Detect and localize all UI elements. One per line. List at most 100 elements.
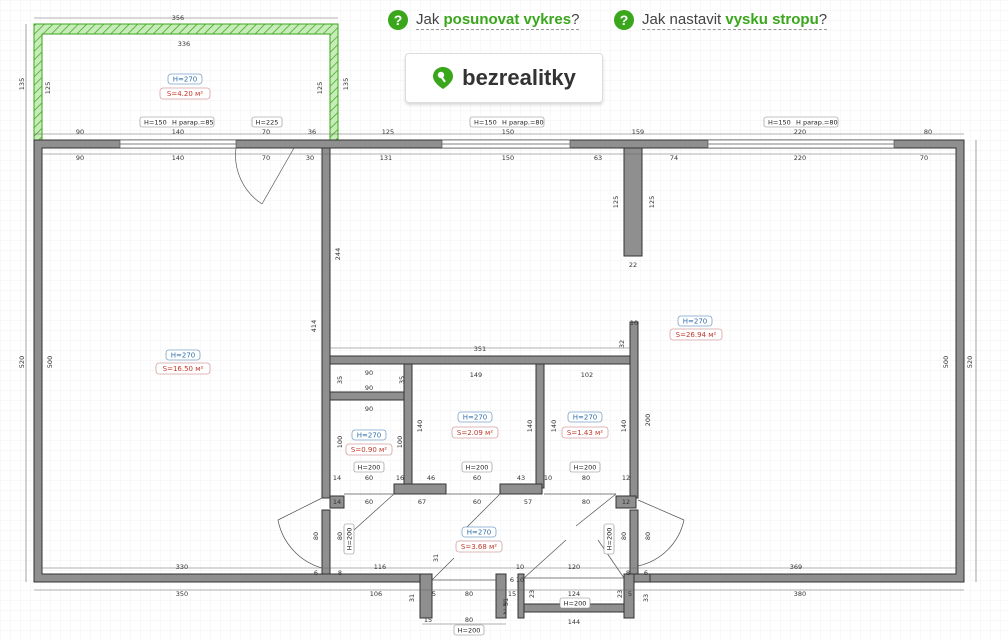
door-label-4[interactable]: H=200 <box>569 461 601 473</box>
room-area-wc[interactable]: S=0.90 м² <box>345 443 393 456</box>
svg-text:S=1.43 м²: S=1.43 м² <box>567 429 603 437</box>
dim-80b: 80 <box>582 498 590 506</box>
dim-v-520b: 520 <box>966 356 974 368</box>
dim-v-100b: 100 <box>396 436 404 448</box>
room-area-living[interactable]: S=26.94 м² <box>669 328 723 341</box>
dim-8b: 8 <box>626 569 630 577</box>
room-height-bath[interactable]: H=270 <box>457 411 493 423</box>
help-ceiling-height-text: Jak nastavit vysku stropu? <box>642 10 828 30</box>
door-label-3[interactable]: H=200 <box>461 461 493 473</box>
svg-text:H=200: H=200 <box>564 600 587 608</box>
window-openings[interactable] <box>119 139 895 149</box>
dim-top-140: 140 <box>172 128 184 136</box>
svg-text:H=200: H=200 <box>346 528 354 551</box>
door-label-5[interactable]: H=200 <box>343 523 355 555</box>
dim-inner-140: 140 <box>172 154 184 162</box>
dim-22: 22 <box>629 261 637 269</box>
svg-text:S=26.94 м²: S=26.94 м² <box>676 331 717 339</box>
dim-v-520: 520 <box>18 356 26 368</box>
svg-text:H parap.=80: H parap.=80 <box>502 119 544 127</box>
svg-text:H=225: H=225 <box>256 119 279 127</box>
svg-text:H parap.=80: H parap.=80 <box>796 119 838 127</box>
dim-369: 369 <box>790 563 802 571</box>
svg-text:H=270: H=270 <box>463 414 488 422</box>
dim-90b: 90 <box>365 384 373 392</box>
dim-10d: 10 <box>516 576 524 584</box>
door-label-6[interactable]: H=200 <box>603 523 615 555</box>
svg-text:H=200: H=200 <box>606 528 614 551</box>
dim-124: 124 <box>568 590 580 598</box>
dim-top-220: 220 <box>794 128 806 136</box>
dim-10: 10 <box>630 319 638 327</box>
dim-inner-220: 220 <box>794 154 806 162</box>
dim-5a: 5 <box>432 590 436 598</box>
room-height-left[interactable]: H=270 <box>165 349 201 361</box>
dim-inner-150: 150 <box>502 154 514 162</box>
dim-8a: 8 <box>338 569 342 577</box>
dim-v-414: 414 <box>310 320 318 332</box>
room-height-balcony[interactable]: H=270 <box>167 73 203 85</box>
dim-12b: 12 <box>622 498 630 506</box>
dim-2b: 2 <box>503 608 507 616</box>
door-swings[interactable] <box>235 147 685 581</box>
door-label-2[interactable]: H=200 <box>353 461 385 473</box>
help-move-drawing-link[interactable]: ? Jak posunovat vykres? <box>388 10 580 30</box>
dim-inner-131: 131 <box>380 154 392 162</box>
dim-31b: 31 <box>408 594 416 602</box>
dim-v-140b: 140 <box>526 420 534 432</box>
svg-text:S=4.20 м²: S=4.20 м² <box>167 90 203 98</box>
dim-v-135: 135 <box>18 78 26 90</box>
room-area-storage[interactable]: S=1.43 м² <box>561 426 609 439</box>
dim-top-70: 70 <box>262 128 270 136</box>
dim-144: 144 <box>568 618 580 626</box>
room-height-storage[interactable]: H=270 <box>567 411 603 423</box>
dim-380: 380 <box>794 590 806 598</box>
dim-inner-70: 70 <box>262 154 270 162</box>
question-icon: ? <box>614 10 634 30</box>
dim-80e: 80 <box>312 532 320 540</box>
svg-text:H=270: H=270 <box>357 432 382 440</box>
room-area-bath[interactable]: S=2.09 м² <box>451 426 499 439</box>
dim-inner-63: 63 <box>594 154 602 162</box>
help-ceiling-height-link[interactable]: ? Jak nastavit vysku stropu? <box>614 10 828 30</box>
door-label-1[interactable]: H=225 <box>251 116 283 128</box>
svg-text:H=150: H=150 <box>144 119 167 127</box>
dim-top-159: 159 <box>632 128 644 136</box>
svg-text:H=200: H=200 <box>574 464 597 472</box>
room-height-hall[interactable]: H=270 <box>461 526 497 538</box>
dim-v-125d: 125 <box>648 196 656 208</box>
dim-80d: 80 <box>465 616 473 624</box>
room-area-left[interactable]: S=16.50 м² <box>155 362 211 375</box>
dim-v-244: 244 <box>334 248 342 260</box>
svg-text:H=200: H=200 <box>358 464 381 472</box>
dim-14b: 14 <box>333 498 341 506</box>
inner-walls[interactable] <box>321 147 643 575</box>
dim-33: 33 <box>642 594 650 602</box>
window-label-2[interactable]: H=150 H parap.=80 <box>469 116 545 128</box>
svg-text:H parap.=85: H parap.=85 <box>172 119 214 127</box>
dim-12a: 12 <box>622 474 630 482</box>
window-label-3[interactable]: H=150 H parap.=80 <box>763 116 839 128</box>
svg-text:S=16.50 м²: S=16.50 м² <box>163 365 204 373</box>
bezrealitky-logo[interactable]: bezrealitky <box>405 53 603 103</box>
dimension-labels: 356 336 90 140 70 36 125 150 159 220 80 … <box>18 14 974 626</box>
room-area-balcony[interactable]: S=4.20 м² <box>159 87 211 100</box>
room-height-wc[interactable]: H=270 <box>351 429 387 441</box>
dimension-guides <box>25 17 977 625</box>
svg-text:H=270: H=270 <box>171 352 196 360</box>
door-label-8[interactable]: H=200 <box>453 624 485 636</box>
dim-top-150: 150 <box>502 128 514 136</box>
dim-60d: 60 <box>473 498 481 506</box>
room-height-living[interactable]: H=270 <box>677 315 713 327</box>
dim-106: 106 <box>370 590 382 598</box>
dim-2a: 2 <box>503 600 507 608</box>
door-label-7[interactable]: H=200 <box>559 597 591 609</box>
dim-90c: 90 <box>365 405 373 413</box>
dim-60c: 60 <box>365 498 373 506</box>
window-label-1[interactable]: H=150 H parap.=85 <box>139 116 215 128</box>
dim-v-125c: 125 <box>612 196 620 208</box>
room-area-hall[interactable]: S=3.68 м² <box>455 540 503 553</box>
dim-v-35a: 35 <box>336 376 344 384</box>
